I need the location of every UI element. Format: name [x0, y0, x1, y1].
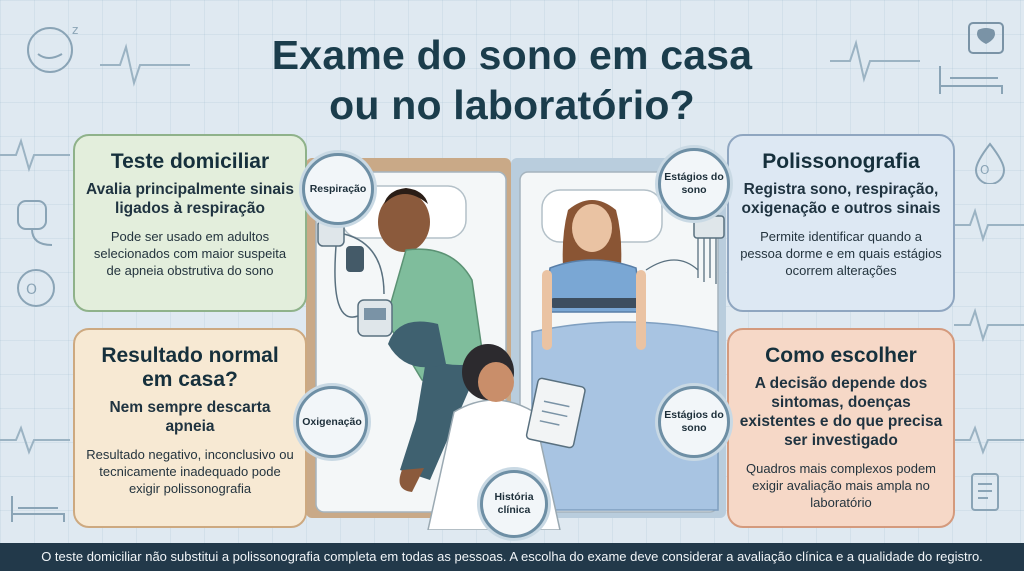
title-line-2: ou no laboratório?	[329, 82, 695, 128]
polysomnography-lead: Registra sono, respiração, oxigenação e …	[741, 181, 941, 217]
how-to-choose-heading: Como escolher	[765, 344, 917, 367]
man-foot	[399, 468, 424, 492]
polysomnography-detail: Permite identificar quando a pessoa dorm…	[740, 229, 942, 278]
man-head	[378, 192, 430, 252]
sensor-icon	[17, 200, 53, 246]
home-test-heading: Teste domiciliar	[110, 150, 270, 173]
how-to-choose-card: Como escolher A decisão depende dos sint…	[727, 328, 955, 528]
document-icon	[971, 473, 999, 511]
normal-result-detail: Resultado negativo, inconclusivo ou tecn…	[86, 447, 294, 496]
normal-result-heading: Resultado normal em casa?	[101, 344, 279, 391]
breathing-bubble: Respiração	[302, 153, 374, 225]
ecg-wave-icon	[0, 137, 70, 173]
sleep-stages-bubble-bottom: Estágios do sono	[658, 386, 730, 458]
ecg-wave-icon	[954, 207, 1024, 243]
svg-text:z: z	[72, 23, 78, 37]
clipboard	[525, 377, 586, 449]
sleep-stages-bubble-top: Estágios do sono	[658, 148, 730, 220]
bed-icon	[939, 66, 1003, 94]
nurse-face	[478, 362, 514, 402]
svg-text:O: O	[26, 282, 37, 298]
svg-text:O: O	[980, 163, 989, 177]
oxygen-icon: O	[17, 269, 55, 307]
sleeping-person-icon: z	[27, 23, 78, 73]
brain-scan-icon	[968, 22, 1004, 54]
ecg-wave-icon	[954, 307, 1024, 343]
bed-icon	[11, 496, 65, 522]
title-line-1: Exame do sono em casa	[271, 32, 753, 78]
ecg-wave-icon	[0, 425, 70, 455]
polysomnography-card: Polissonografia Registra sono, respiraçã…	[727, 134, 955, 312]
normal-result-card: Resultado normal em casa? Nem sempre des…	[73, 328, 307, 528]
home-test-lead: Avalia principalmente sinais ligados à r…	[86, 181, 294, 217]
ecg-wave-icon	[954, 425, 1024, 455]
man-pants	[400, 360, 482, 480]
how-to-choose-detail: Quadros mais complexos podem exigir aval…	[745, 461, 937, 510]
oxygen-icon: O	[974, 142, 1006, 184]
how-to-choose-lead: A decisão depende dos sintomas, doenças …	[739, 375, 943, 449]
oxygenation-bubble: Oxigenação	[296, 386, 368, 458]
woman-head	[572, 204, 612, 252]
man-hair	[384, 188, 428, 204]
ecg-wave-icon	[100, 43, 190, 87]
normal-result-lead: Nem sempre descarta apneia	[109, 399, 271, 435]
home-test-card: Teste domiciliar Avalia principalmente s…	[73, 134, 307, 312]
home-test-detail: Pode ser usado em adultos selecionados c…	[93, 229, 287, 278]
polysomnography-heading: Polissonografia	[762, 150, 920, 173]
clinical-history-bubble: História clínica	[480, 470, 548, 538]
chest-belt	[550, 298, 642, 308]
page-title: Exame do sono em casa ou no laboratório?	[0, 30, 1024, 130]
man-leg	[388, 321, 446, 368]
footer-note: O teste domiciliar não substitui a polis…	[0, 543, 1024, 571]
ecg-wave-icon	[830, 39, 920, 83]
